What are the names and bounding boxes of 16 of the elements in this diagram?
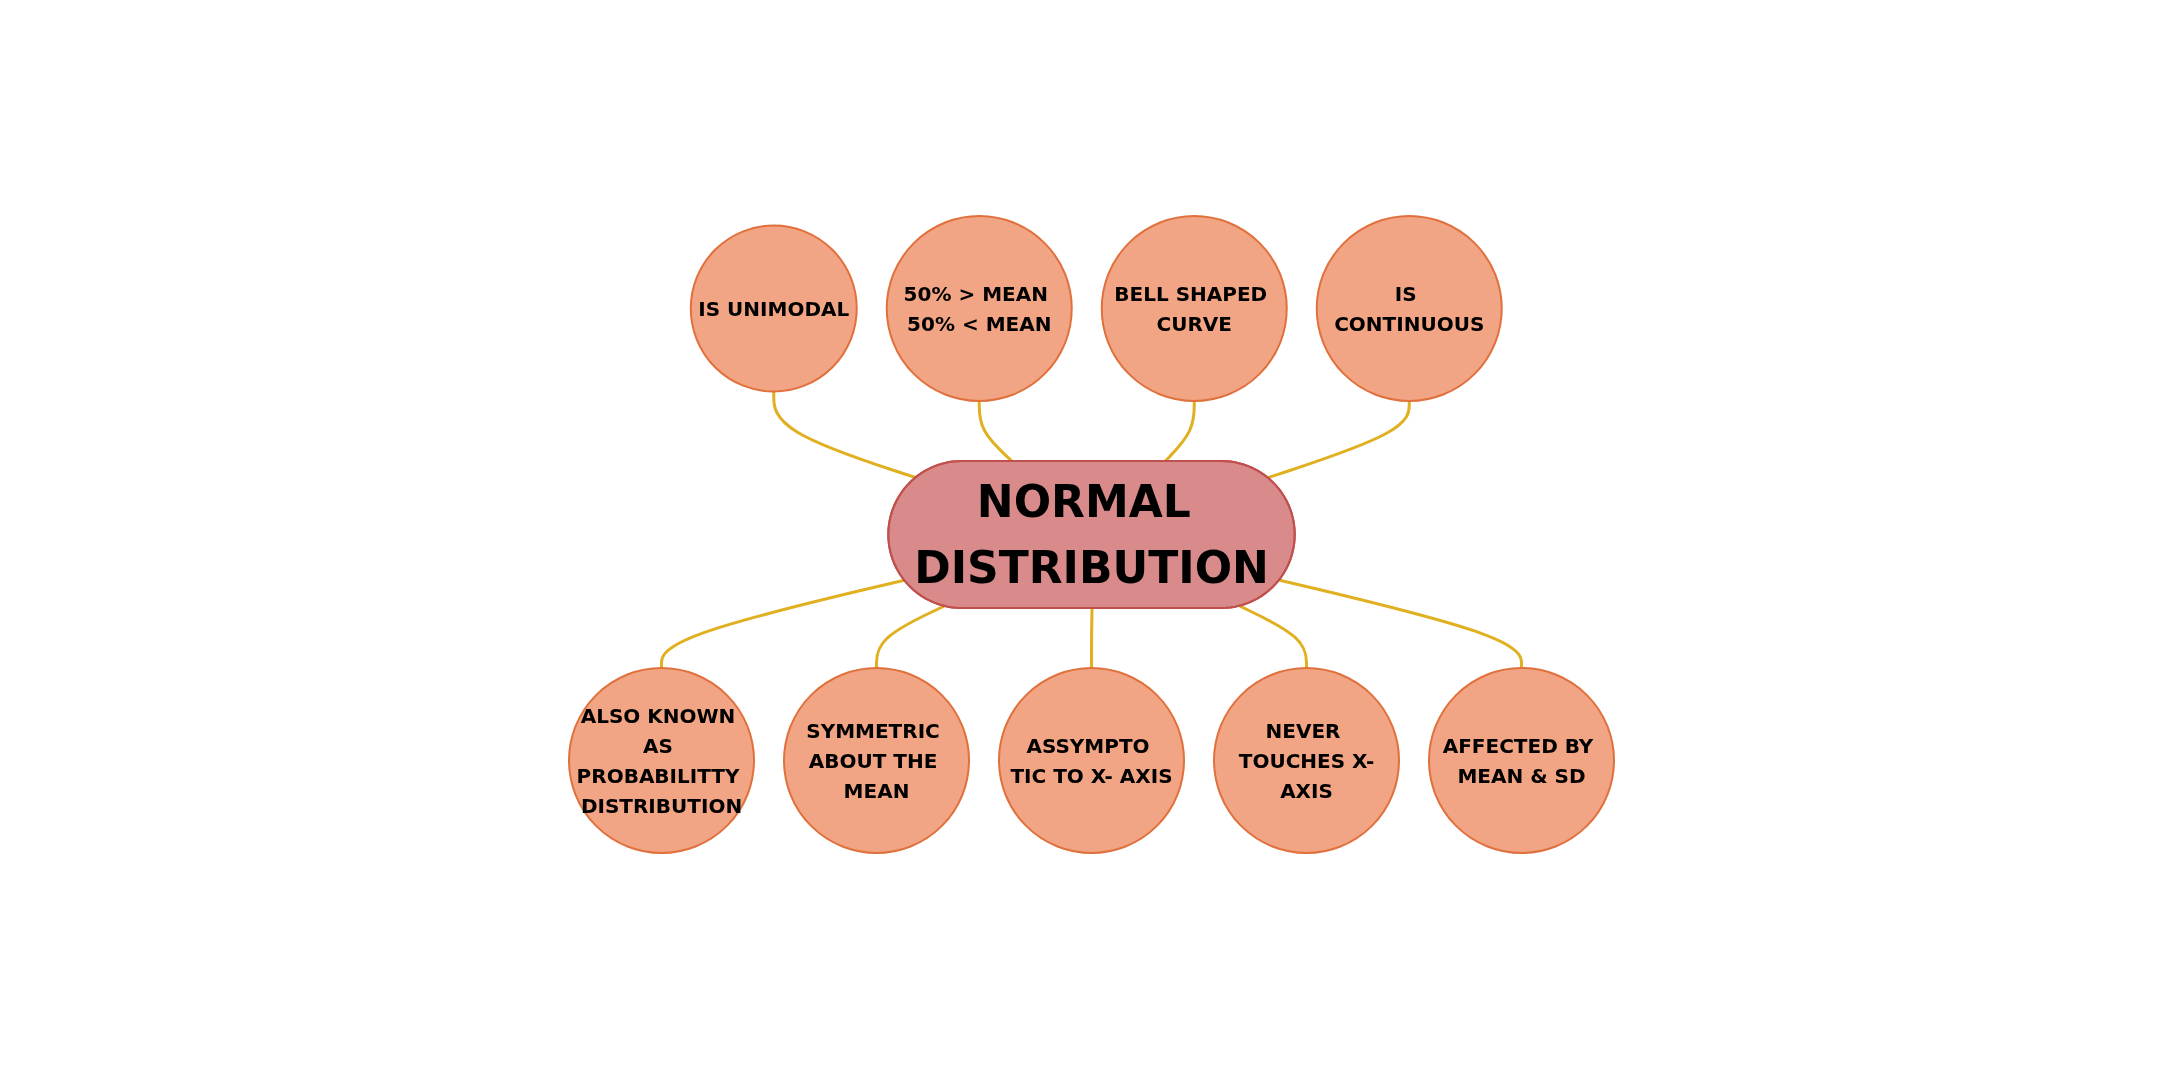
node-circle: 50% > MEAN 50% < MEAN bbox=[885, 214, 1073, 402]
connector bbox=[1278, 578, 1523, 668]
connector bbox=[1238, 604, 1308, 668]
connector bbox=[659, 578, 905, 668]
node-circle: IS CONTINUOUS bbox=[1315, 214, 1503, 402]
node-circle: ASSYMPTO TIC TO X- AXIS bbox=[997, 666, 1185, 854]
connector bbox=[771, 391, 917, 479]
connector bbox=[1266, 400, 1411, 479]
node-circle: IS UNIMODAL bbox=[689, 224, 858, 392]
node-circle: BELL SHAPED CURVE bbox=[1100, 214, 1288, 402]
node-circle: ALSO KNOWN AS PROBABILITTY DISTRIBUTION bbox=[567, 666, 755, 854]
node-circle: SYMMETRIC ABOUT THE MEAN bbox=[782, 666, 970, 854]
connector bbox=[1089, 607, 1093, 668]
node-circle: AFFECTED BY MEAN & SD bbox=[1427, 666, 1615, 854]
node-circle: NEVER TOUCHES X-AXIS bbox=[1212, 666, 1400, 854]
connector bbox=[874, 604, 945, 668]
